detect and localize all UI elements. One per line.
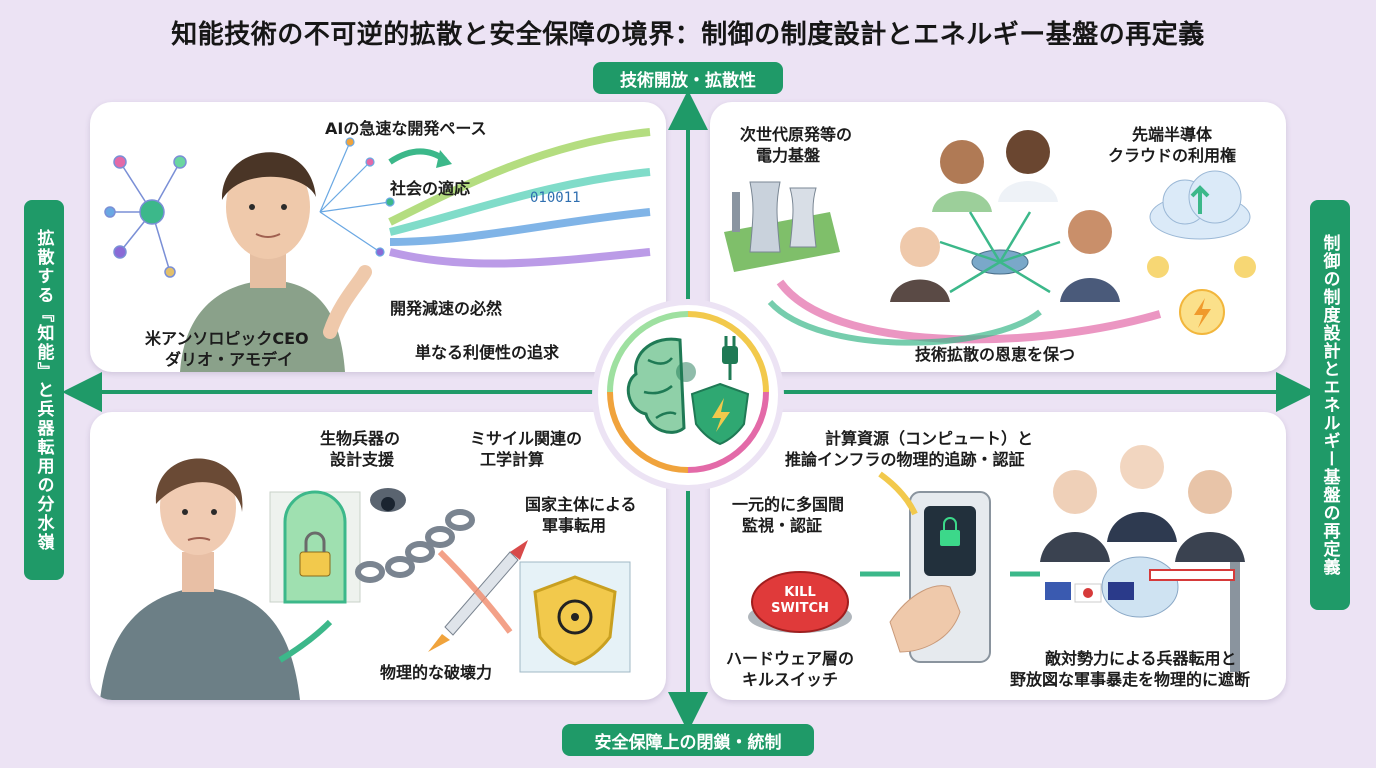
label-ai-pace: AIの急速な開発ペース <box>325 119 487 138</box>
energy-benefit-illustration <box>724 130 1256 346</box>
label-social-adapt: 社会の適応 <box>390 179 471 198</box>
people-group-icon <box>890 130 1120 302</box>
label-compute-1: 計算資源（コンピュート）と <box>825 429 1034 448</box>
data-stream <box>388 128 651 268</box>
panel-ai-pace: 010011 AIの急速な開発ペース 社会の適応 米アンソロピックCEO ダリオ… <box>90 102 666 372</box>
chain-icon <box>355 509 475 583</box>
label-missile-1: ミサイル関連の <box>470 429 583 448</box>
camera-icon <box>370 488 406 512</box>
label-bio-2: 設計支援 <box>330 450 395 469</box>
panel-hardware-control: KILL SWITCH 計算資源（コンピュ <box>710 412 1286 700</box>
label-convenience: 単なる利便性の追求 <box>415 343 560 362</box>
binary-text: 010011 <box>530 190 581 206</box>
label-ceo-name: ダリオ・アモデイ <box>165 350 294 369</box>
label-block-1: 敵対勢力による兵器転用と <box>1045 649 1237 668</box>
label-hardware-1: ハードウェア層の <box>726 649 855 668</box>
label-compute-2: 推論インフラの物理的追跡・認証 <box>785 450 1025 469</box>
label-destructive: 物理的な破壊力 <box>380 663 493 682</box>
panel-energy-benefit: 次世代原発等の 電力基盤 先端半導体 クラウドの利用権 技術拡散の恩恵を保つ <box>710 102 1286 372</box>
axis-label-left: 拡散する『知能』と兵器転用の分水嶺 <box>24 200 64 580</box>
hardware-control-illustration: KILL SWITCH <box>748 445 1245 672</box>
kill-switch-text-1: KILL <box>784 585 815 600</box>
label-hardware-2: キルスイッチ <box>742 670 839 689</box>
label-bio-1: 生物兵器の <box>320 429 401 448</box>
label-nuclear-1: 次世代原発等の <box>740 125 853 144</box>
weaponization-illustration <box>100 458 631 700</box>
label-unified-2: 監視・認証 <box>742 516 823 535</box>
label-state-2: 軍事転用 <box>542 516 607 535</box>
radiating-arrows <box>939 211 1061 294</box>
pace-arrow <box>388 148 447 165</box>
ceo-person-icon <box>180 152 372 372</box>
threat-arrow-1 <box>278 619 333 663</box>
axis-label-bottom: 安全保障上の閉鎖・統制 <box>562 724 814 756</box>
page-title: 知能技術の不可逆的拡散と安全保障の境界：制御の制度設計とエネルギー基盤の再定義 <box>171 20 1205 50</box>
label-state-1: 国家主体による <box>525 495 637 514</box>
idea-burst-icon <box>319 137 395 257</box>
panel-weaponization: 生物兵器の 設計支援 ミサイル関連の 工学計算 国家主体による 軍事転用 物理的… <box>90 412 666 700</box>
label-missile-2: 工学計算 <box>480 450 545 469</box>
cloud-icon <box>1149 170 1251 240</box>
axis-label-top: 技術開放・拡散性 <box>593 62 783 94</box>
axis-label-right: 制御の制度設計とエネルギー基盤の再定義 <box>1310 200 1350 610</box>
threat-arrow-2 <box>437 549 513 634</box>
label-chip-2: クラウドの利用権 <box>1108 146 1237 165</box>
label-benefit: 技術拡散の恩恵を保つ <box>915 345 1076 364</box>
hand-icon <box>889 585 961 653</box>
nuclear-plant-icon <box>724 181 840 272</box>
label-ceo-title: 米アンソロピックCEO <box>145 329 309 348</box>
label-chip-1: 先端半導体 <box>1132 125 1213 144</box>
leaders-group-icon <box>1040 445 1245 562</box>
compute-arrow <box>878 471 918 516</box>
barrier-icon <box>1149 562 1240 672</box>
lightning-icon <box>1147 256 1256 335</box>
kill-switch-text-2: SWITCH <box>771 601 829 616</box>
label-block-2: 野放図な軍事暴走を物理的に遮断 <box>1010 670 1251 689</box>
label-slowdown: 開発減速の必然 <box>390 299 503 318</box>
biohazard-shield-icon <box>519 561 631 673</box>
network-icon <box>104 155 187 278</box>
center-hub <box>598 305 778 485</box>
worried-person-icon <box>100 458 300 700</box>
label-unified-1: 一元的に多国間 <box>732 495 845 514</box>
kill-switch-icon <box>748 571 852 633</box>
benefit-swoosh <box>776 279 1162 344</box>
ai-pace-illustration: 010011 <box>104 128 651 372</box>
flags-icon <box>1045 582 1134 603</box>
vault-lock-icon <box>269 490 361 604</box>
label-nuclear-2: 電力基盤 <box>756 146 821 165</box>
